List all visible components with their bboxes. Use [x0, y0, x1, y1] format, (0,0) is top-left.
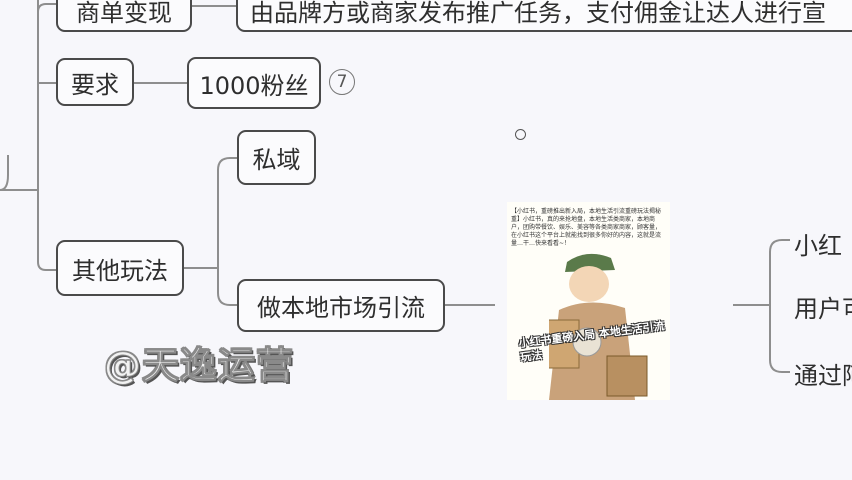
node-other-play[interactable]: 其他玩法: [56, 240, 184, 296]
mouse-cursor-icon: [515, 129, 526, 140]
cover-body-text: 【小红书，重磅推出新入局，本地生活引流重磅玩法揭秘重】小红书，真的来抢地盘，本地…: [511, 208, 662, 247]
right-item-2[interactable]: 用户可: [794, 289, 852, 324]
node-private-label: 私域: [252, 146, 301, 174]
node-monetize-desc[interactable]: 由品牌方或商家发布推广任务，支付佣金让达人进行宣: [236, 0, 852, 32]
node-monetize-desc-label: 由品牌方或商家发布推广任务，支付佣金让达人进行宣: [250, 0, 826, 27]
node-private[interactable]: 私域: [237, 130, 316, 185]
node-requirement-label: 要求: [71, 70, 119, 99]
right-item-1-label: 小红: [794, 232, 842, 260]
node-local-traffic[interactable]: 做本地市场引流: [237, 279, 445, 332]
right-item-3[interactable]: 通过阿: [794, 356, 852, 391]
right-item-2-label: 用户可: [794, 295, 852, 323]
node-local-traffic-label: 做本地市场引流: [257, 294, 425, 322]
topic-count-badge[interactable]: 7: [329, 69, 355, 95]
right-item-1[interactable]: 小红: [794, 226, 842, 261]
node-other-play-label: 其他玩法: [72, 256, 168, 285]
node-monetize-label: 商单变现: [76, 0, 172, 27]
node-fans-label: 1000粉丝: [199, 71, 309, 100]
node-monetize[interactable]: 商单变现: [56, 0, 192, 32]
topic-count-value: 7: [336, 72, 348, 92]
embedded-cover-image[interactable]: 【小红书，重磅推出新入局，本地生活引流重磅玩法揭秘重】小红书，真的来抢地盘，本地…: [507, 202, 670, 400]
node-requirement[interactable]: 要求: [56, 58, 134, 106]
delivery-person-icon: [549, 253, 648, 400]
node-fans[interactable]: 1000粉丝: [187, 57, 321, 109]
right-item-3-label: 通过阿: [794, 362, 852, 390]
watermark-text: @天逸运营: [104, 344, 294, 388]
